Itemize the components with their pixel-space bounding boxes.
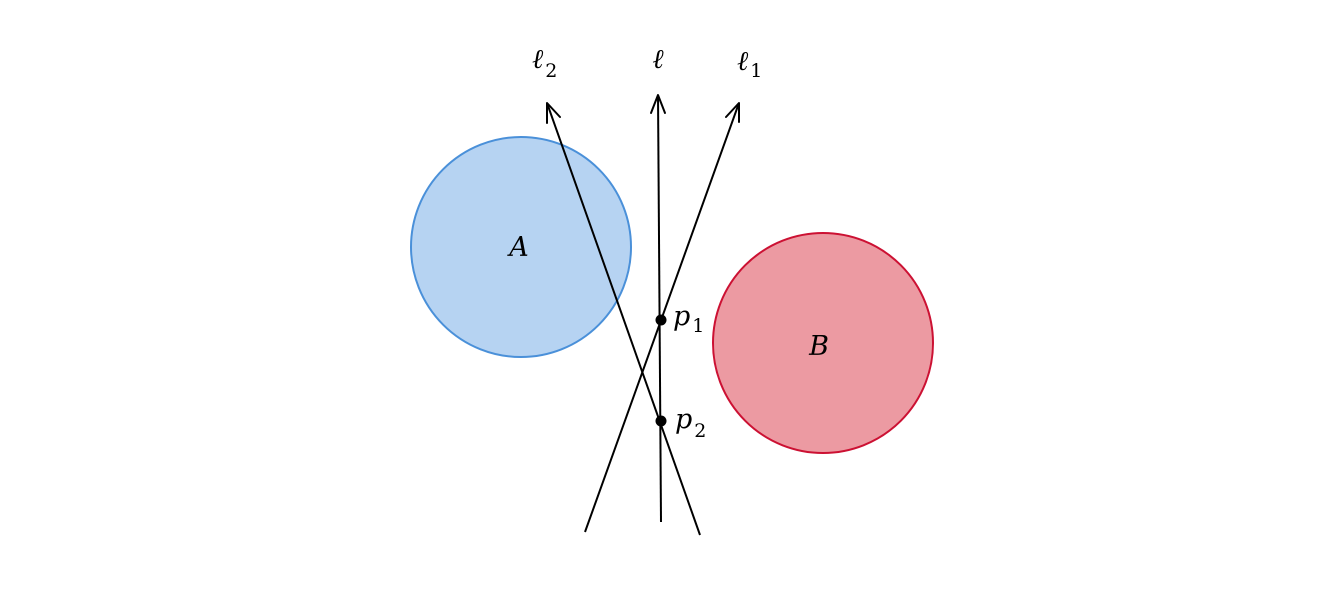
point-p2-letter: p bbox=[675, 404, 692, 435]
line-l1-arrowhead bbox=[725, 102, 740, 123]
line-l bbox=[657, 94, 662, 523]
line-l2-arrowhead bbox=[546, 102, 561, 124]
line-l-arrowhead bbox=[650, 94, 666, 114]
line-l1-subscript: 1 bbox=[750, 60, 762, 82]
point-p1 bbox=[655, 314, 667, 326]
region-a-label: A bbox=[506, 232, 529, 263]
point-p1-subscript: 1 bbox=[692, 315, 704, 337]
line-l2-letter: ℓ bbox=[532, 44, 544, 75]
line-l1-letter: ℓ bbox=[737, 46, 749, 77]
line-l-label: ℓ bbox=[652, 44, 664, 75]
region-b-disc bbox=[712, 232, 934, 454]
line-l2 bbox=[546, 102, 701, 536]
point-p2-subscript: 2 bbox=[694, 420, 706, 442]
point-p1-letter: p bbox=[673, 301, 690, 332]
point-p2 bbox=[655, 415, 667, 427]
region-b-label: B bbox=[808, 331, 829, 362]
region-a-disc bbox=[410, 136, 632, 358]
line-l2-subscript: 2 bbox=[545, 60, 557, 82]
